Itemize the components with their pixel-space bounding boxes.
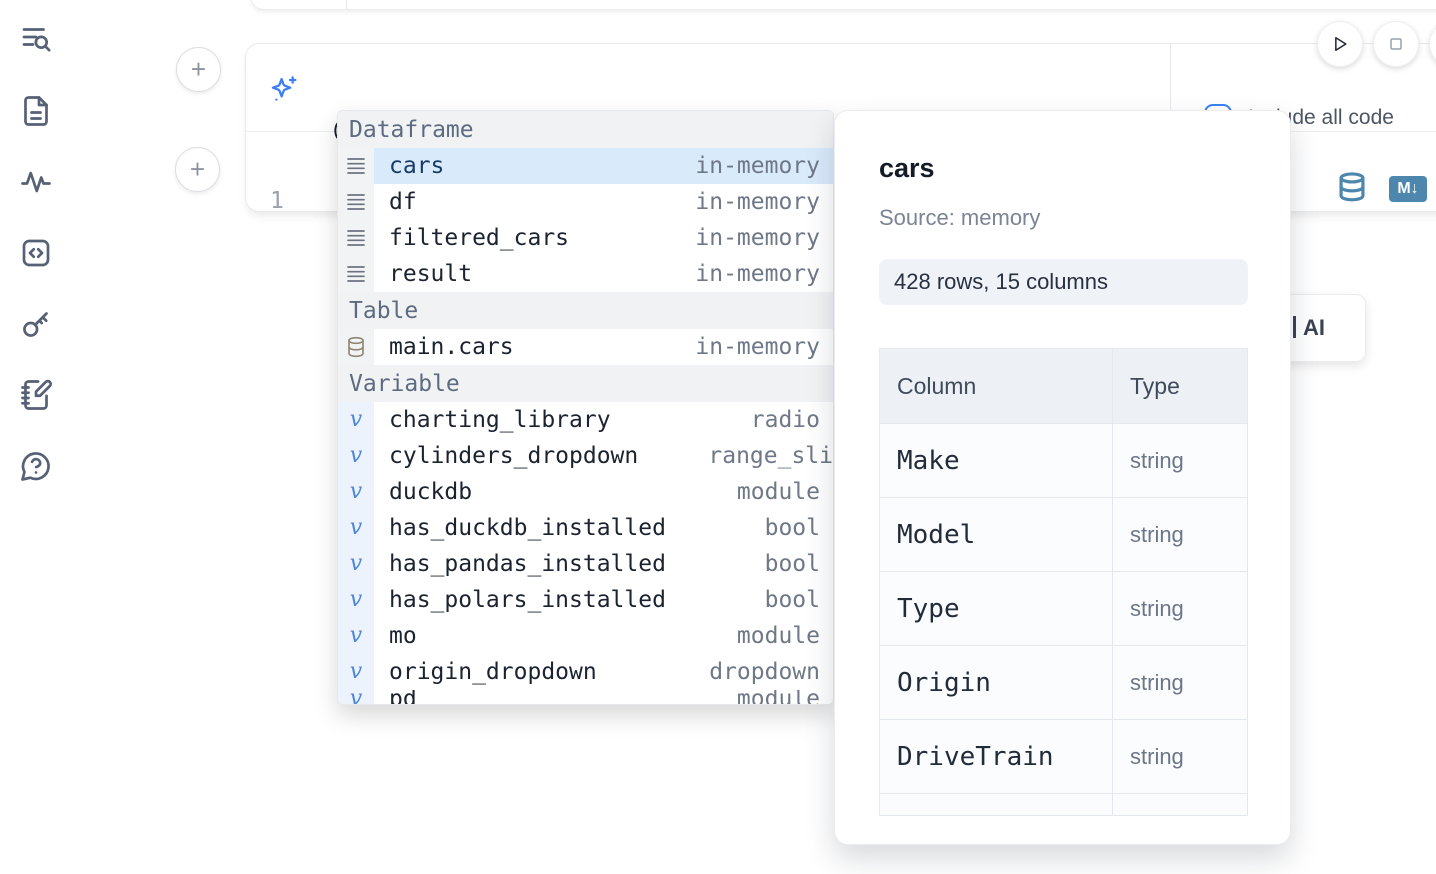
previous-cell-divider — [346, 0, 347, 9]
code-box-icon[interactable] — [18, 235, 54, 271]
rows-icon — [346, 193, 366, 211]
markdown-icon[interactable]: M↓ — [1389, 176, 1427, 202]
column-header: Column — [897, 372, 977, 399]
variable-icon: v — [349, 690, 363, 705]
table-row: Model string — [880, 497, 1247, 571]
database-icon[interactable] — [1336, 170, 1368, 204]
help-chat-icon[interactable] — [18, 448, 54, 484]
section-header-dataframe: Dataframe — [338, 111, 833, 148]
variable-icon: v — [349, 479, 363, 504]
table-row-partial — [880, 793, 1247, 815]
rows-icon — [346, 229, 366, 247]
key-icon[interactable] — [18, 306, 54, 342]
notebook-pen-icon[interactable] — [18, 377, 54, 413]
add-cell-button-top[interactable]: + — [176, 47, 221, 92]
clipped-glyph — [1293, 316, 1296, 338]
add-cell-button-bottom[interactable]: + — [175, 147, 220, 192]
shape-badge: 428 rows, 15 columns — [879, 259, 1248, 305]
variable-icon: v — [349, 443, 363, 468]
variable-icon: v — [349, 587, 363, 612]
activity-icon[interactable] — [18, 164, 54, 200]
stop-button[interactable] — [1373, 21, 1419, 67]
table-row: Make string — [880, 423, 1247, 497]
ai-button-label: AI — [1303, 315, 1325, 340]
document-icon[interactable] — [18, 93, 54, 129]
sidebar — [18, 22, 58, 484]
schema-header-row: Column Type — [880, 349, 1247, 423]
schema-table: Column Type Make string Model string Typ… — [879, 348, 1248, 816]
line-number: 1 — [270, 188, 284, 214]
panel-source: Source: memory — [879, 205, 1041, 230]
variable-icon: v — [349, 407, 363, 432]
section-header-table: Table — [338, 292, 833, 329]
run-icon — [1335, 37, 1347, 51]
run-button[interactable] — [1317, 21, 1363, 67]
variable-icon: v — [349, 515, 363, 540]
dataframe-preview-panel: cars Source: memory 428 rows, 15 columns… — [834, 110, 1291, 845]
table-row: Origin string — [880, 645, 1247, 719]
table-row: DriveTrain string — [880, 719, 1247, 793]
table-row: Type string — [880, 571, 1247, 645]
variable-icon: v — [349, 623, 363, 648]
panel-title: cars — [879, 153, 935, 183]
ai-sparkles-icon — [268, 74, 300, 106]
rows-icon — [346, 265, 366, 283]
previous-cell-edge — [250, 0, 1436, 10]
rows-icon — [346, 157, 366, 175]
list-search-icon[interactable] — [18, 22, 54, 58]
type-header: Type — [1130, 372, 1180, 399]
variable-icon: v — [349, 659, 363, 684]
prompt-divider — [1170, 44, 1171, 131]
stop-icon — [1390, 38, 1402, 50]
variable-icon: v — [349, 551, 363, 576]
section-header-variable: Variable — [338, 365, 833, 402]
table-database-icon — [346, 336, 366, 358]
